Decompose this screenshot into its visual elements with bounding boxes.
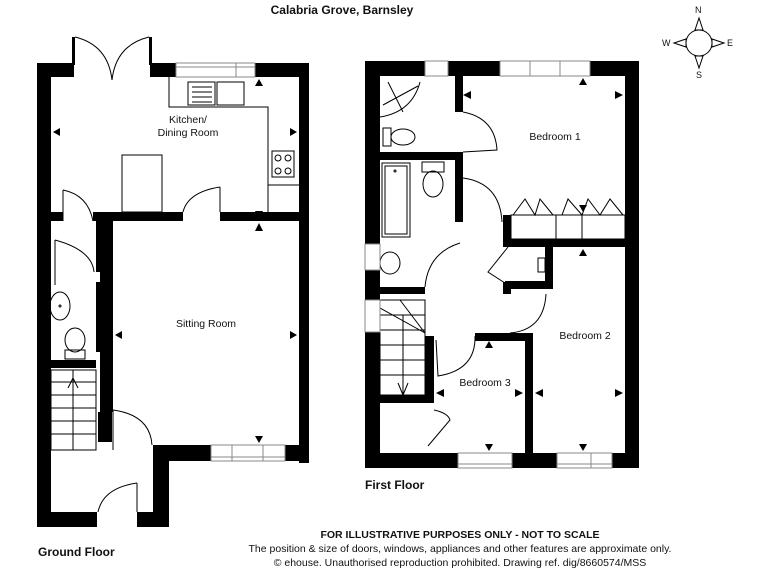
ground-floor-dimension-markers xyxy=(53,79,297,443)
room-label-bedroom-3: Bedroom 3 xyxy=(459,377,511,389)
compass-rose-icon xyxy=(672,16,726,70)
compass-east-label: E xyxy=(727,38,734,48)
room-label-kitchen-dining: Kitchen/ Dining Room xyxy=(138,114,238,140)
first-floor-fixtures xyxy=(364,60,626,469)
room-label-bedroom-2: Bedroom 2 xyxy=(559,330,611,342)
disclaimer-headline: FOR ILLUSTRATIVE PURPOSES ONLY - NOT TO … xyxy=(320,529,600,541)
first-floor-label: First Floor xyxy=(365,478,425,492)
room-label-kitchen-line1: Kitchen/ xyxy=(169,114,207,126)
disclaimer-note: The position & size of doors, windows, a… xyxy=(248,543,672,555)
first-floor-plan xyxy=(365,61,639,468)
ground-floor-plan xyxy=(37,37,309,527)
copyright-notice: © ehouse. Unauthorised reproduction proh… xyxy=(273,557,647,569)
ground-floor-fixtures xyxy=(49,36,299,513)
room-label-bedroom-1: Bedroom 1 xyxy=(529,131,581,143)
property-title-text: Calabria Grove, Barnsley xyxy=(270,3,414,17)
compass-south-label: S xyxy=(696,70,703,80)
property-title: Calabria Grove, Barnsley xyxy=(0,3,768,17)
compass-north-label: N xyxy=(695,5,702,15)
room-label-kitchen-line2: Dining Room xyxy=(157,127,219,139)
ground-floor-label: Ground Floor xyxy=(38,545,115,559)
first-floor-dimension-markers xyxy=(436,78,623,451)
room-label-sitting-room: Sitting Room xyxy=(175,318,237,330)
disclaimer: FOR ILLUSTRATIVE PURPOSES ONLY - NOT TO … xyxy=(240,528,680,570)
compass-west-label: W xyxy=(662,38,671,48)
